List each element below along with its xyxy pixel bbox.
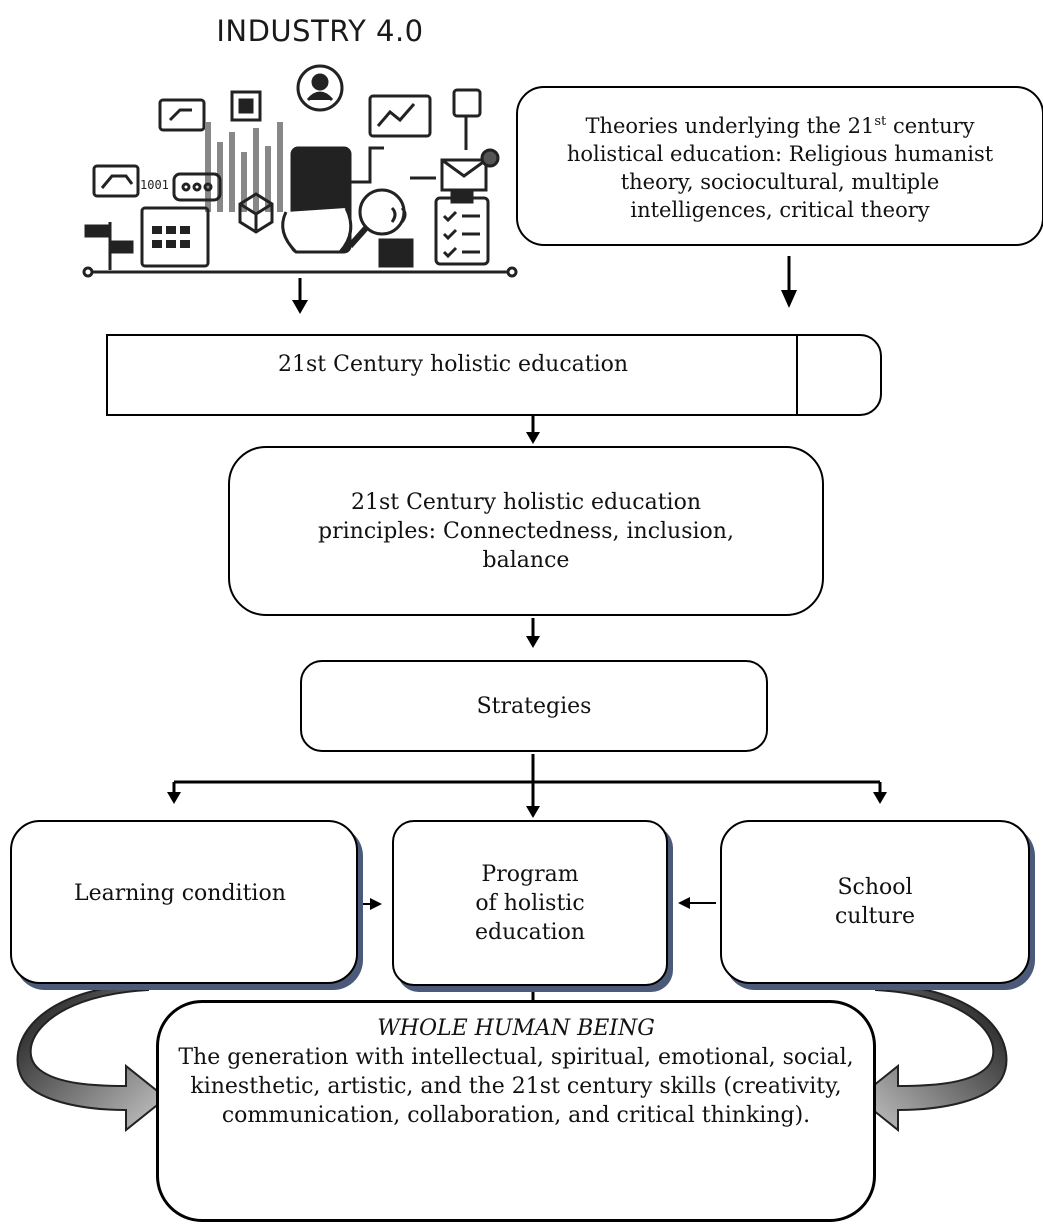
- holistic-education-box: 21st Century holistic education: [106, 334, 882, 416]
- baseline-dot-right: [506, 266, 518, 278]
- coffee-cup-icon: [378, 238, 414, 268]
- holistic-education-label: 21st Century holistic education: [278, 351, 629, 377]
- learning-condition-label: Learning condition: [74, 880, 286, 906]
- whole-human-being-text: WHOLE HUMAN BEING The generation with in…: [160, 1014, 872, 1130]
- theories-line1: Theories underlying the 21: [585, 114, 875, 138]
- school-culture-line1: School: [837, 875, 913, 900]
- curved-arrow-right: [856, 982, 1008, 1133]
- box-divider: [796, 336, 798, 414]
- monitor-chart-icon: [368, 94, 432, 138]
- school-culture-line2: culture: [834, 904, 916, 929]
- learning-condition-box: Learning condition: [10, 820, 358, 984]
- program-line2: of holistic: [475, 890, 585, 916]
- school-culture-box: School culture: [720, 820, 1030, 984]
- principles-box: 21st Century holistic education principl…: [228, 446, 824, 616]
- program-box: Program of holistic education: [392, 820, 668, 986]
- whole-human-heading: WHOLE HUMAN BEING: [377, 1016, 655, 1041]
- whole-human-line2: kinesthetic, artistic, and the 21st cent…: [190, 1074, 842, 1099]
- theories-box: Theories underlying the 21st century hol…: [516, 86, 1043, 246]
- principles-line3: balance: [482, 547, 570, 573]
- theories-line3: theory, sociocultural, multiple: [620, 170, 940, 194]
- binary-digits-label: 1001: [140, 178, 169, 192]
- chip-icon: [230, 90, 262, 122]
- whole-human-line1: The generation with intellectual, spirit…: [178, 1045, 854, 1070]
- industry-4-0-technology-illustration: 1001: [82, 64, 518, 278]
- baseline-dot-left: [82, 266, 94, 278]
- chat-bubble-icon: [172, 172, 222, 202]
- cube-icon: [238, 192, 274, 234]
- whole-human-line3: communication, collaboration, and critic…: [221, 1103, 811, 1128]
- industry-title: INDUSTRY 4.0: [216, 14, 424, 48]
- strategies-label: Strategies: [476, 693, 592, 719]
- theories-line4: intelligences, critical theory: [630, 198, 930, 222]
- principles-line2: principles: Connectedness, inclusion,: [318, 518, 734, 544]
- program-line3: education: [475, 919, 585, 945]
- user-avatar-icon: [296, 64, 344, 112]
- calendar-icon: [140, 206, 210, 268]
- strategies-box: Strategies: [300, 660, 768, 752]
- theories-line2: holistical education: Religious humanist: [566, 142, 994, 166]
- theories-text: Theories underlying the 21st century hol…: [567, 108, 993, 224]
- robot-arm-board-icon: [158, 98, 206, 132]
- theories-line1-end: century: [886, 114, 975, 138]
- curved-arrow-left: [16, 982, 168, 1133]
- robot-arm-board-icon: [92, 164, 140, 198]
- theories-superscript: st: [874, 114, 887, 129]
- program-line1: Program: [481, 861, 579, 887]
- whole-human-being-box: [156, 1000, 876, 1222]
- principles-line1: 21st Century holistic education: [350, 489, 702, 515]
